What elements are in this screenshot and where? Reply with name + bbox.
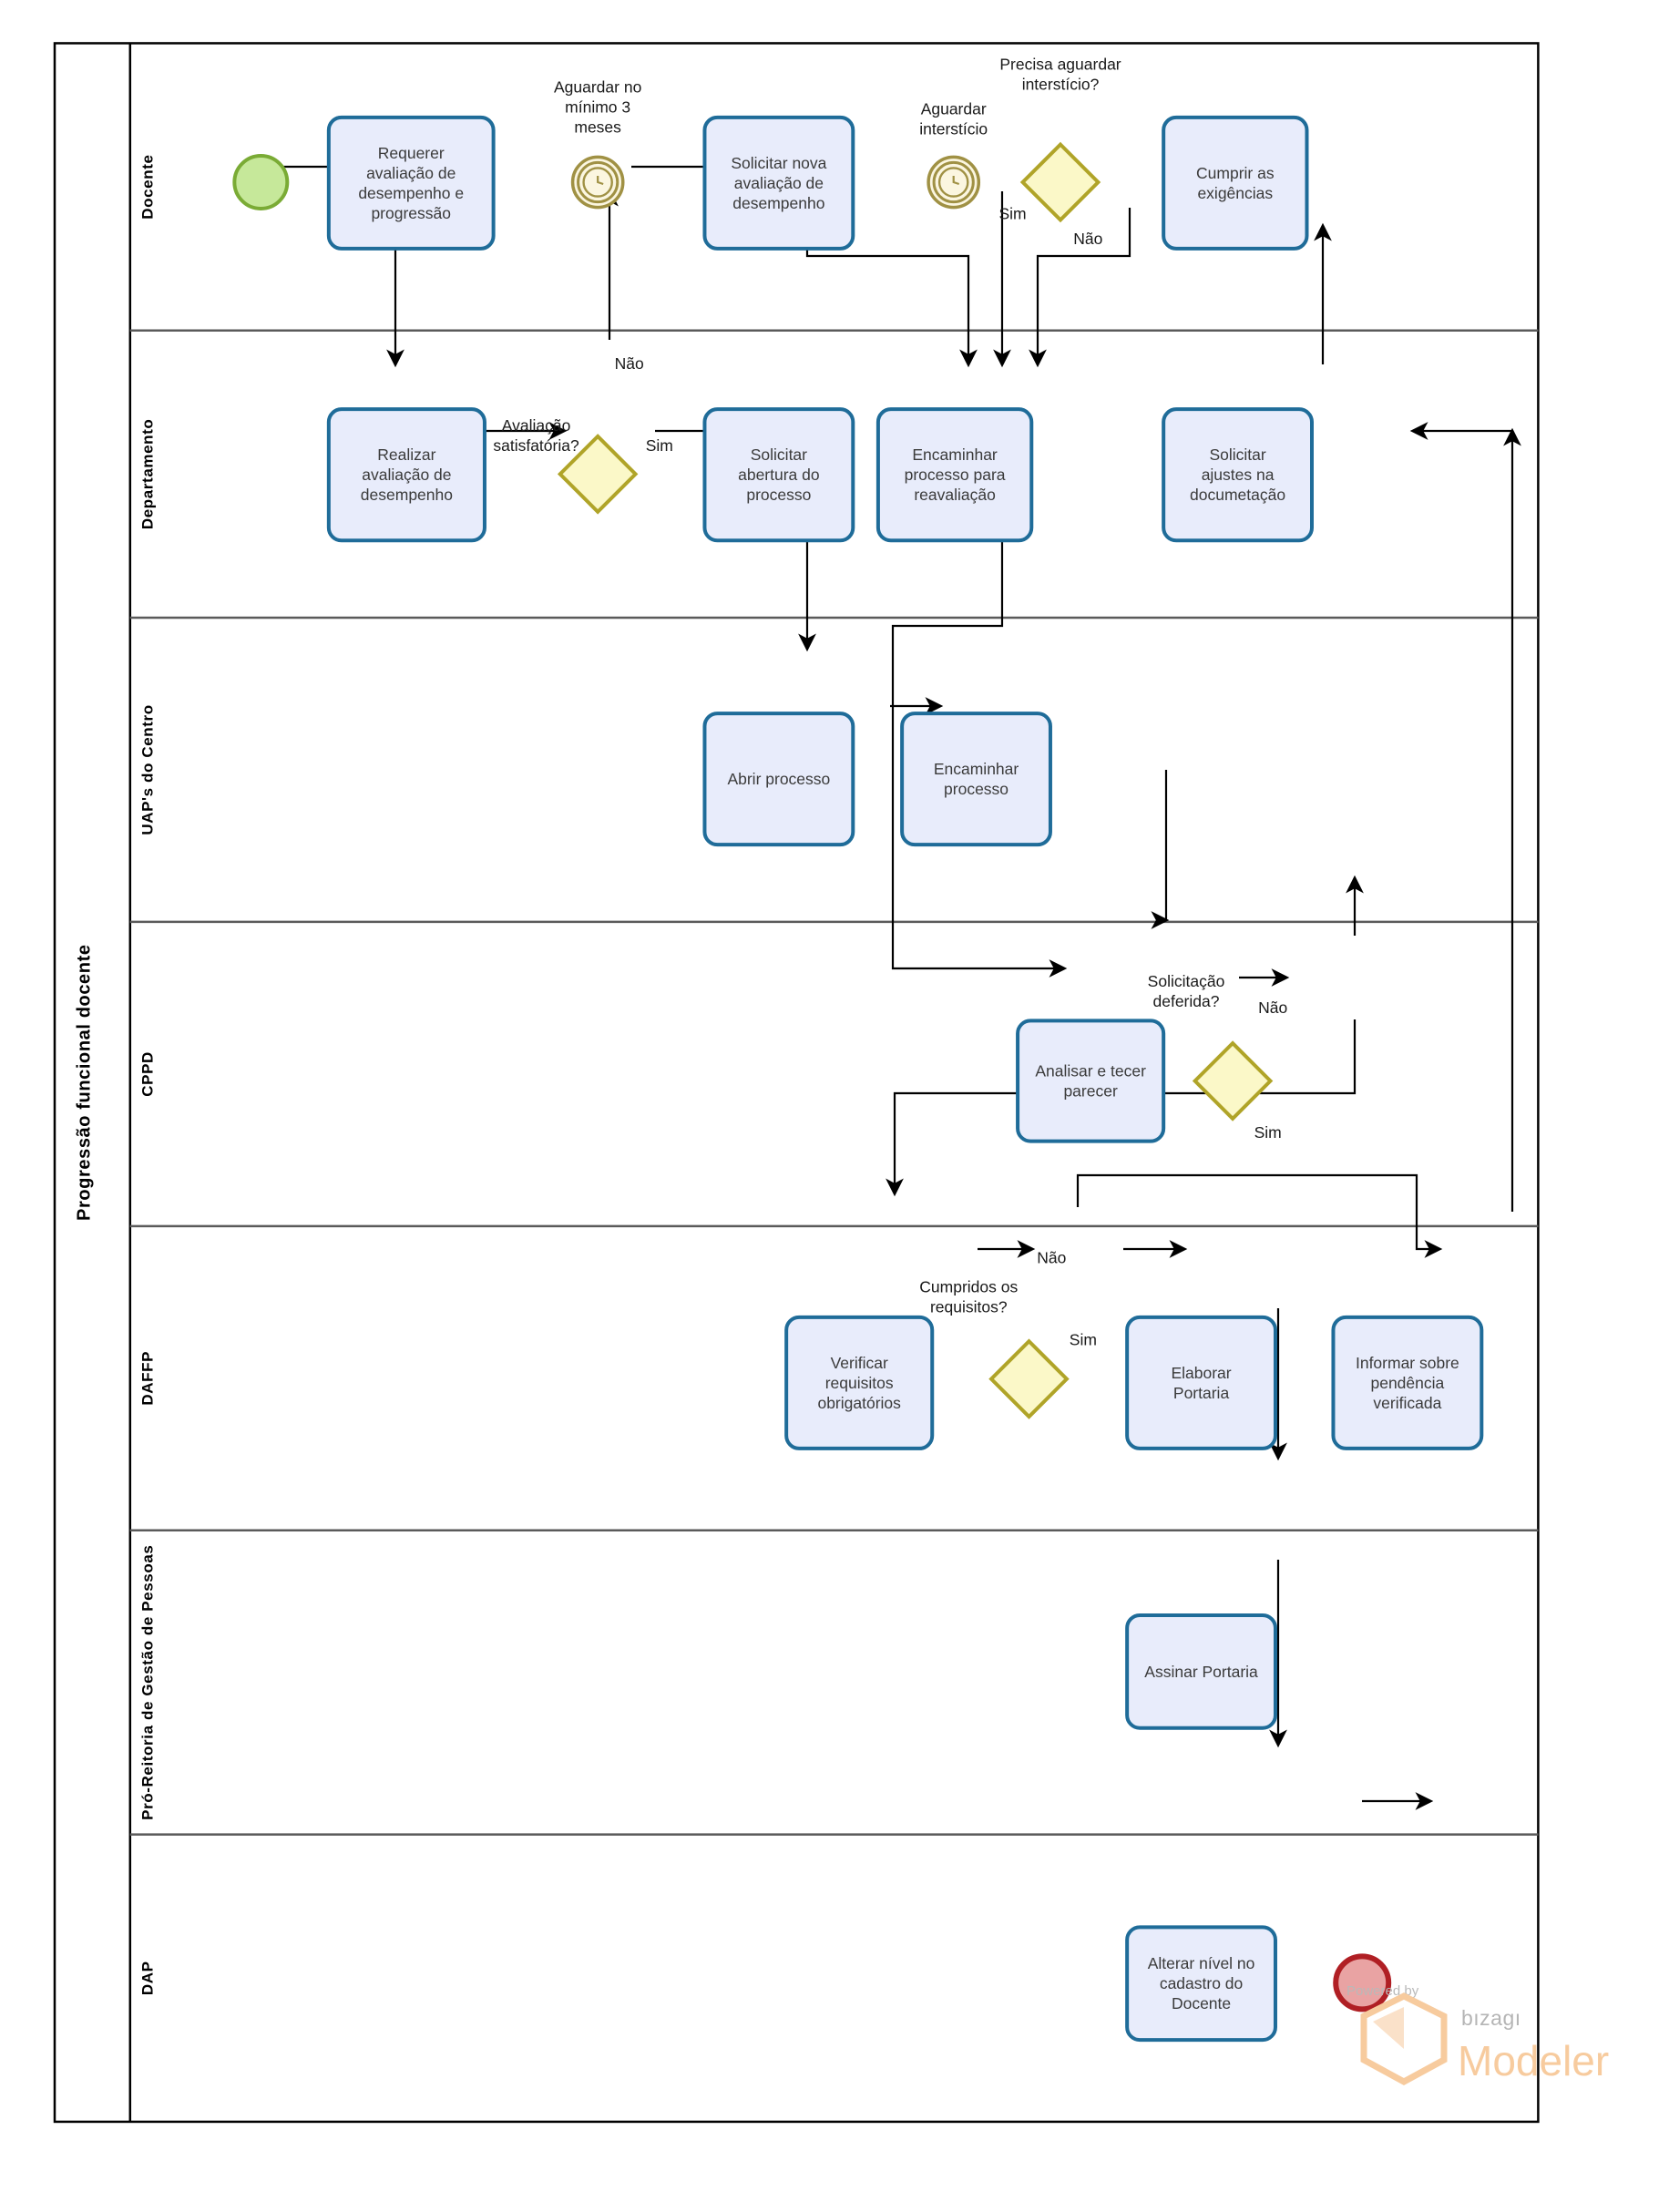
task-t8[interactable]: Abrir processo — [702, 712, 855, 847]
pool-outline — [53, 42, 1540, 2124]
bizagi-branding: Powered by bızagı Modeler — [1346, 1983, 1609, 2085]
flow-label-fl8: Sim — [1070, 1330, 1097, 1348]
gateway-g4[interactable] — [988, 1338, 1070, 1419]
gateway-g2[interactable] — [557, 434, 639, 515]
lane-label-departamento: Departamento — [139, 419, 157, 530]
gateway-diamond[interactable] — [557, 434, 639, 515]
task-box[interactable] — [1162, 407, 1315, 543]
lane-label-docente: Docente — [139, 154, 157, 219]
flow-label-fl6: Sim — [1254, 1123, 1282, 1142]
flow-label-fl7: Não — [1037, 1249, 1066, 1267]
modeler-wordmark: Modeler — [1458, 2037, 1609, 2084]
flow-label-fl5: Não — [1258, 998, 1287, 1017]
lane-label-cppd: CPPD — [139, 1051, 157, 1097]
clock-face-icon — [582, 167, 613, 198]
bizagi-hexagon-icon — [1360, 1992, 1448, 2085]
task-box[interactable] — [1331, 1315, 1484, 1450]
task-box[interactable] — [875, 407, 1034, 543]
task-box[interactable] — [784, 1315, 935, 1450]
task-label-t8: Abrir processo — [727, 770, 830, 788]
lane-label-progep: Pró-Reitoria de Gestão de Pessoas — [139, 1545, 157, 1820]
pool-lanes: Progressão funcional docente DocenteDepar… — [53, 42, 1540, 2124]
flow-label-fl2: Não — [1073, 230, 1102, 248]
start-event-circle[interactable] — [232, 154, 290, 210]
start-event-e_start[interactable] — [232, 154, 290, 210]
task-label-t14: Assinar Portaria — [1144, 1663, 1258, 1681]
end-event-circle[interactable] — [1333, 1953, 1392, 2012]
task-box[interactable] — [1125, 1315, 1277, 1450]
gateway-g1[interactable] — [1019, 141, 1101, 223]
timer-event-e_timer1[interactable] — [570, 155, 625, 210]
gateway-diamond[interactable] — [1192, 1040, 1274, 1121]
clock-hands-icon — [597, 176, 604, 186]
clock-face-icon — [937, 167, 969, 198]
flow-g4-nao-to-t13 — [1076, 1173, 1443, 1258]
task-box[interactable] — [1125, 1613, 1277, 1730]
clock-hands-icon — [952, 176, 960, 186]
lane-label-dap: DAP — [139, 1961, 157, 1995]
gateway-diamond[interactable] — [1019, 141, 1101, 223]
task-box[interactable] — [1162, 115, 1309, 251]
lane-label-uaps: UAP's do Centro — [139, 704, 157, 835]
task-box[interactable] — [702, 115, 855, 251]
pool-title: Progressão funcional docente — [75, 944, 95, 1221]
timer-event-e_timer2[interactable] — [927, 155, 981, 210]
gateway-g3[interactable] — [1192, 1040, 1274, 1121]
task-box[interactable] — [326, 407, 486, 543]
task-box[interactable] — [702, 407, 855, 543]
task-box[interactable] — [1125, 1925, 1277, 2043]
flow-label-fl4: Sim — [646, 436, 673, 455]
flow-t6-to-t10 — [891, 490, 1068, 978]
bizagi-hexagon-inner — [1373, 2007, 1404, 2049]
task-box[interactable] — [326, 115, 496, 251]
lane-label-daffp: DAFFP — [139, 1351, 157, 1406]
gateway-diamond[interactable] — [988, 1338, 1070, 1419]
task-box[interactable] — [1016, 1019, 1166, 1143]
flow-g1-nao-down — [1029, 208, 1131, 368]
task-box[interactable] — [900, 712, 1052, 847]
flow-label-fl3: Não — [615, 354, 644, 373]
bizagi-wordmark: bızagı — [1461, 2006, 1521, 2030]
end-event-e_end[interactable] — [1333, 1953, 1392, 2012]
flow-label-fl1: Sim — [998, 205, 1026, 223]
task-box[interactable] — [702, 712, 855, 847]
task-t14[interactable]: Assinar Portaria — [1125, 1613, 1277, 1730]
